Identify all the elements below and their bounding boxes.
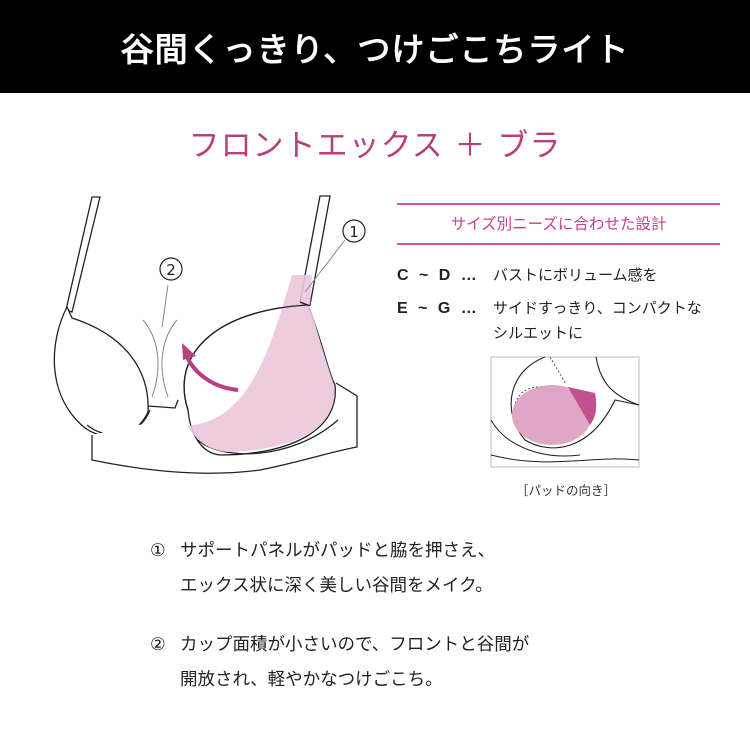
divider (397, 243, 720, 245)
size-design-heading: サイズ別ニーズに合わせた設計 (450, 215, 667, 233)
size-design-box: サイズ別ニーズに合わせた設計 (397, 203, 720, 245)
divider (397, 203, 720, 205)
feature-note: ② カップ面積が小さいので、フロントと谷間が開放され、軽やかなつけごこち。 (150, 628, 529, 698)
size-row: C ~ D … バストにボリューム感を (397, 259, 702, 292)
svg-text:1: 1 (349, 223, 359, 241)
page-title: 谷間くっきり、つけごこちライト (120, 29, 630, 69)
size-range: E ~ G … (397, 300, 480, 317)
pad-caption: ［パッドの向き］ (515, 483, 616, 498)
size-desc: サイドすっきり、コンパクトな (493, 299, 702, 317)
header-banner: 谷間くっきり、つけごこちライト (0, 0, 750, 93)
size-row: E ~ G … サイドすっきり、コンパクトなシルエットに (397, 292, 702, 346)
note-line: 開放され、軽やかなつけごこち。 (180, 670, 443, 690)
feature-note: ① サポートパネルがパッドと脇を押さえ、エックス状に深く美しい谷間をメイク。 (150, 534, 529, 604)
support-panel (188, 275, 335, 452)
feature-notes: ① サポートパネルがパッドと脇を押さえ、エックス状に深く美しい谷間をメイク。 ②… (150, 534, 529, 722)
note-line: サポートパネルがパッドと脇を押さえ、 (180, 541, 495, 561)
note-line: カップ面積が小さいので、フロントと谷間が (180, 635, 530, 655)
size-desc-cont: シルエットに (493, 324, 584, 342)
size-desc: バストにボリューム感を (493, 266, 658, 284)
note-number: ① (150, 541, 166, 561)
pad-orientation-figure (490, 356, 640, 468)
size-rows: C ~ D … バストにボリューム感を E ~ G … サイドすっきり、コンパク… (397, 259, 702, 346)
product-name: フロントエックス ＋ ブラ (188, 128, 562, 164)
note-number: ② (150, 635, 166, 655)
size-range: C ~ D … (397, 267, 480, 284)
svg-text:2: 2 (166, 261, 176, 279)
arrow-icon (184, 354, 239, 392)
note-line: エックス状に深く美しい谷間をメイク。 (180, 576, 493, 596)
